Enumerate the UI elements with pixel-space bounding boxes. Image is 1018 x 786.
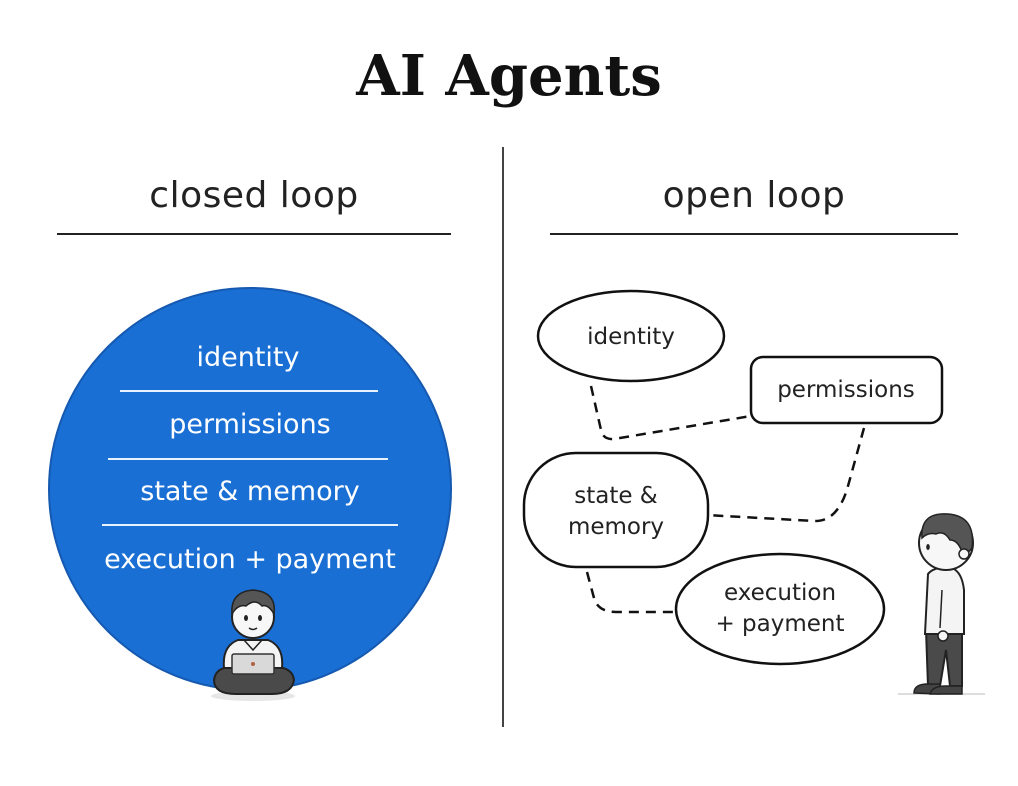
standing-person-icon (898, 513, 985, 695)
closed-loop-heading: closed loop (149, 175, 359, 216)
open-loop-underline (550, 233, 958, 235)
layer-identity: identity (196, 342, 299, 373)
connector-identity-permissions (589, 385, 752, 441)
node-permissions-label: permissions (777, 377, 915, 403)
layer-execution-payment: execution + payment (104, 544, 396, 575)
node-execution-payment-line1: execution (724, 580, 836, 606)
node-identity-label: identity (587, 324, 675, 350)
node-identity: identity (536, 289, 726, 383)
connector-state-execution (585, 571, 677, 614)
open-loop-panel: identity permissions state & memory exec… (522, 289, 985, 695)
layer-permissions: permissions (169, 409, 331, 440)
node-state-memory: state & memory (522, 451, 710, 569)
node-permissions: permissions (749, 355, 944, 425)
seated-person-icon (211, 589, 296, 701)
center-divider (502, 147, 504, 727)
closed-loop-underline (57, 233, 451, 235)
page-title: AI Agents (356, 43, 662, 109)
node-state-memory-line2: memory (568, 514, 664, 540)
connector-permissions-state (705, 427, 866, 523)
layer-state-memory: state & memory (140, 476, 359, 507)
node-execution-payment-line2: + payment (715, 611, 844, 637)
closed-loop-panel: identity permissions state & memory exec… (48, 287, 452, 701)
open-loop-heading: open loop (662, 175, 846, 216)
node-execution-payment: execution + payment (674, 552, 886, 666)
node-state-memory-line1: state & (574, 483, 658, 509)
